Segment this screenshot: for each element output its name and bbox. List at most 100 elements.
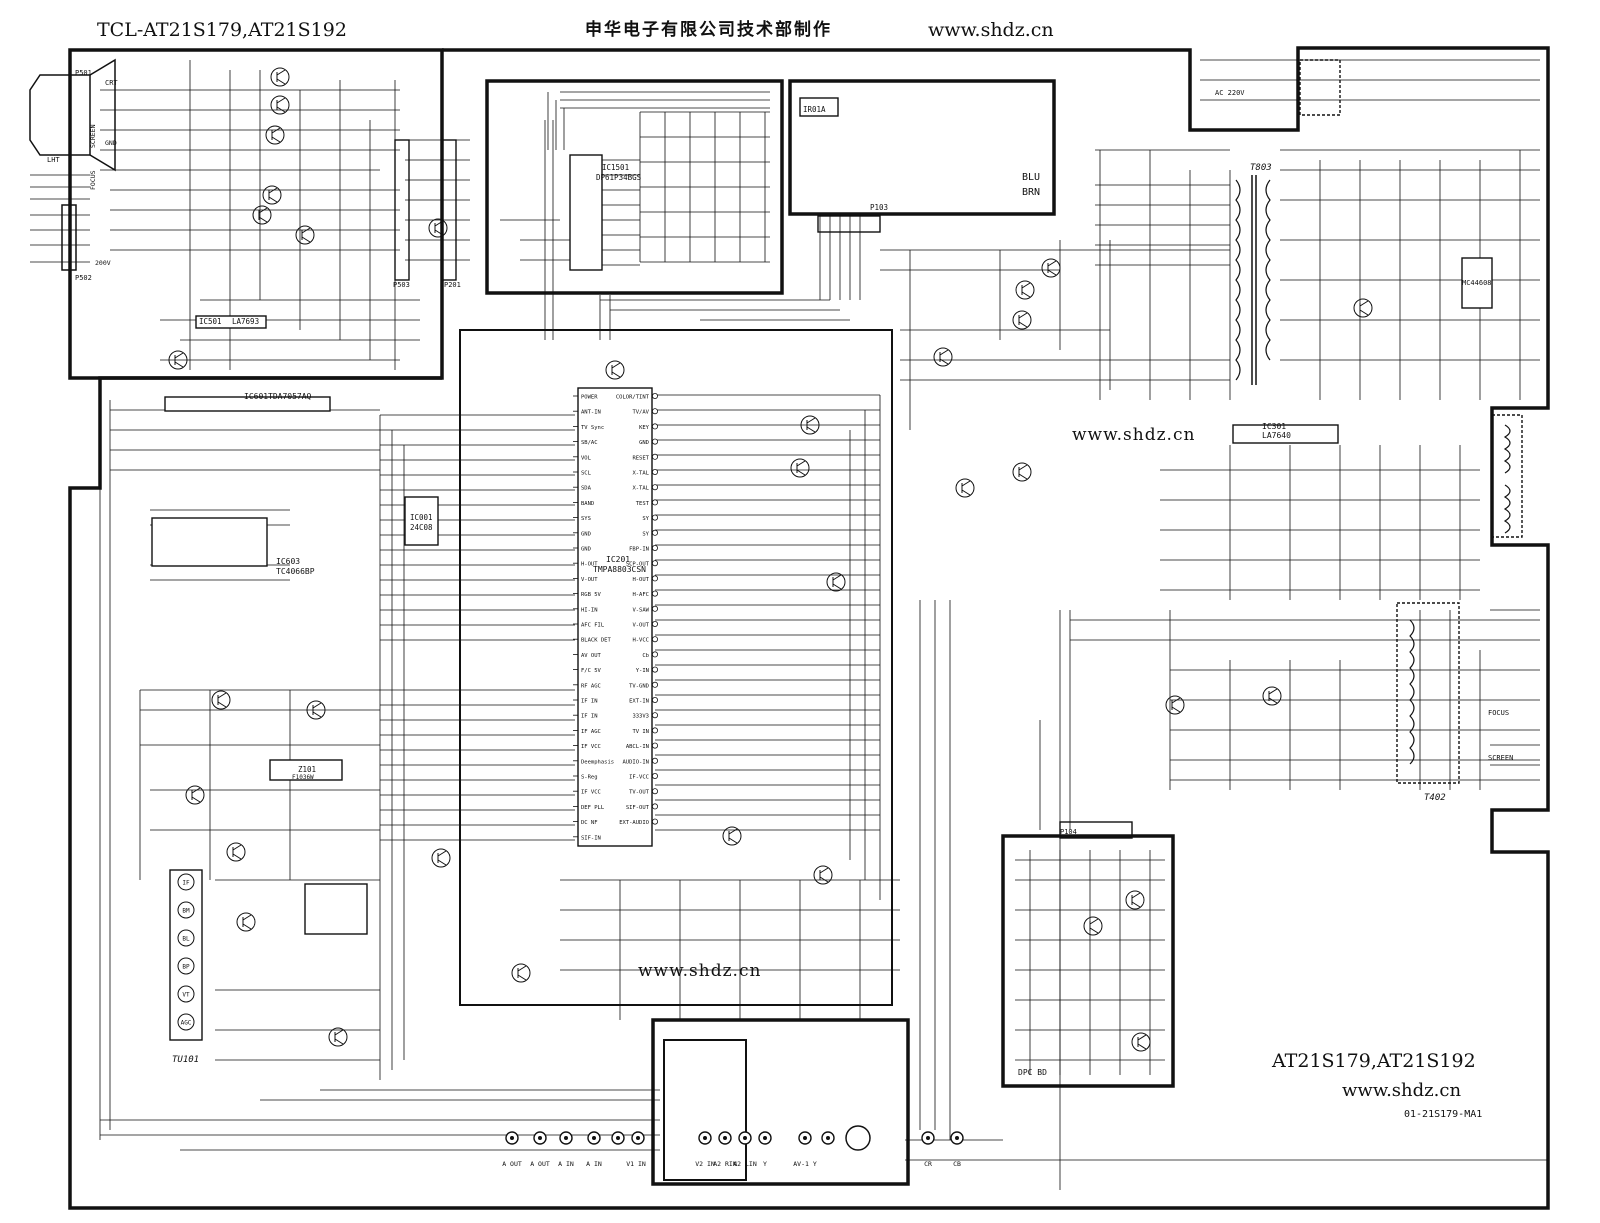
- ic001-body: [404, 496, 439, 546]
- transistor-symbol: [1131, 1032, 1151, 1052]
- av-sub-outline: [663, 1039, 747, 1181]
- transistor-symbol: [428, 218, 448, 238]
- label-200v: 200V: [95, 259, 111, 267]
- cpu-right-pin-label: V-SAW: [632, 607, 649, 613]
- av-jack-label: V2 IN: [695, 1160, 715, 1168]
- transistor-symbol: [236, 912, 256, 932]
- cpu-right-pin-label: TV-OUT: [629, 790, 650, 796]
- tuner-pin: [177, 1013, 195, 1031]
- cpu-right-pin-label: SIF-OUT: [626, 805, 650, 811]
- cpu-right-pin-label: EXT-AUDIO: [619, 820, 649, 826]
- av-jack-center: [703, 1136, 707, 1140]
- z101-body: [269, 759, 343, 781]
- av-jack-center: [592, 1136, 596, 1140]
- connector-p201: [441, 139, 457, 281]
- label-z101-part: F1036W: [292, 774, 314, 781]
- cpu-left-pin-label: DC NF: [581, 820, 598, 826]
- label-ic1501-ref: IC1501: [602, 163, 629, 172]
- cpu-left-pin-label: AV OUT: [581, 653, 602, 659]
- cpu-left-pin-label: TV Sync: [581, 425, 604, 431]
- ic201-body: [577, 387, 653, 847]
- cpu-right-pin: [652, 408, 659, 415]
- t803-primary: [1235, 179, 1241, 381]
- cpu-right-pin-label: IF-VCC: [629, 775, 649, 781]
- cpu-left-pin-label: SB/AC: [581, 440, 598, 446]
- cpu-right-pin-label: H-AFC: [632, 592, 649, 598]
- cpu-left-pin-label: SIF-IN: [581, 835, 601, 841]
- av-jack-label: Y: [763, 1160, 767, 1168]
- cpu-right-pin: [652, 590, 659, 597]
- label-lht: LHT: [47, 156, 60, 164]
- transistor-symbol: [790, 458, 810, 478]
- label-focus: FOCUS: [1488, 709, 1509, 717]
- transistor-symbol: [1262, 686, 1282, 706]
- ic601-body: [164, 396, 331, 412]
- ic301-body: [1232, 424, 1339, 444]
- cpu-right-pin: [652, 788, 659, 795]
- logic-table: [304, 883, 368, 935]
- cpu-left-pin-label: IF VCC: [581, 790, 601, 796]
- cpu-right-pin-label: AUDIO-IN: [623, 759, 650, 765]
- cpu-left-pin-label: SDA: [581, 486, 592, 492]
- cpu-left-pin-label: RGB 5V: [581, 592, 602, 598]
- av-jack-label: A OUT: [502, 1160, 522, 1168]
- cpu-left-pin-label: ANT-IN: [581, 410, 601, 416]
- av-jack-center: [926, 1136, 930, 1140]
- tuner-pin-label: VT: [182, 992, 190, 999]
- tuner-pin-label: AGC: [181, 1020, 192, 1027]
- transistor-symbol: [826, 572, 846, 592]
- model-title: TCL-AT21S179,AT21S192: [97, 19, 347, 41]
- label-ic001-part: 24C08: [410, 523, 433, 532]
- cpu-left-pin-label: V-OUT: [581, 577, 598, 583]
- label-ic601-part: TDA7057AQ: [268, 392, 312, 401]
- t803-secondary: [1265, 179, 1271, 361]
- label-p104: P104: [1060, 828, 1077, 836]
- tuner-pin: [177, 873, 195, 891]
- transformers: [1235, 175, 1511, 765]
- cpu-left-pin-label: H-OUT: [581, 562, 598, 568]
- ir-receiver-body: [799, 97, 839, 117]
- yoke-coil-v: [1503, 484, 1511, 534]
- label-led-brn: BRN: [1022, 187, 1040, 198]
- cpu-right-pin-label: COLOR/TINT: [616, 395, 650, 401]
- av-jack-center: [510, 1136, 514, 1140]
- cpu-right-pin: [652, 666, 659, 673]
- dpc-board-outline: [1001, 834, 1175, 1088]
- cpu-pins-right: COLOR/TINTTV/AVKEYGNDRESETX-TALX-TALTEST…: [616, 392, 659, 826]
- ic-bodies: [151, 59, 1523, 1041]
- cpu-right-pin-label: TV/AV: [632, 410, 649, 416]
- cpu-right-pin: [652, 499, 659, 506]
- transistor-symbol: [252, 205, 272, 225]
- cpu-right-pin-label: Y-IN: [636, 668, 649, 674]
- transistor-symbol: [211, 690, 231, 710]
- cpu-right-pin: [652, 681, 659, 688]
- watermark-upper: www.shdz.cn: [1072, 425, 1196, 445]
- label-ic201-part: TMPA8803CSN: [593, 565, 646, 574]
- av-jack-center: [616, 1136, 620, 1140]
- header-website: www.shdz.cn: [928, 19, 1054, 41]
- transistor-symbol: [933, 347, 953, 367]
- transistor-symbol: [1353, 298, 1373, 318]
- transistor-symbol: [511, 963, 531, 983]
- label-ic601-ref: IC601: [244, 392, 268, 401]
- label-ic1501-part: DP61P34BGS: [596, 173, 642, 182]
- yoke-coil-h: [1503, 424, 1511, 474]
- cpu-right-pin: [652, 727, 659, 734]
- cpu-right-pin: [652, 742, 659, 749]
- yoke-frame: [1491, 414, 1523, 538]
- label-p103: P103: [870, 203, 888, 212]
- cpu-right-pin: [652, 712, 659, 719]
- board-outlines: [68, 46, 1550, 1210]
- switch-frame: [1299, 59, 1341, 116]
- cpu-right-pin: [652, 392, 659, 399]
- label-p502: P502: [75, 274, 92, 282]
- cpu-right-pin: [652, 621, 659, 628]
- transistor-symbol: [168, 350, 188, 370]
- cpu-left-pin-label: VOL: [581, 455, 592, 461]
- av-jack-label: A OUT: [530, 1160, 550, 1168]
- cpu-left-pin-label: BLACK DET: [581, 638, 611, 644]
- label-led-blu: BLU: [1022, 172, 1040, 183]
- cpu-left-pin-label: DEF PLL: [581, 805, 605, 811]
